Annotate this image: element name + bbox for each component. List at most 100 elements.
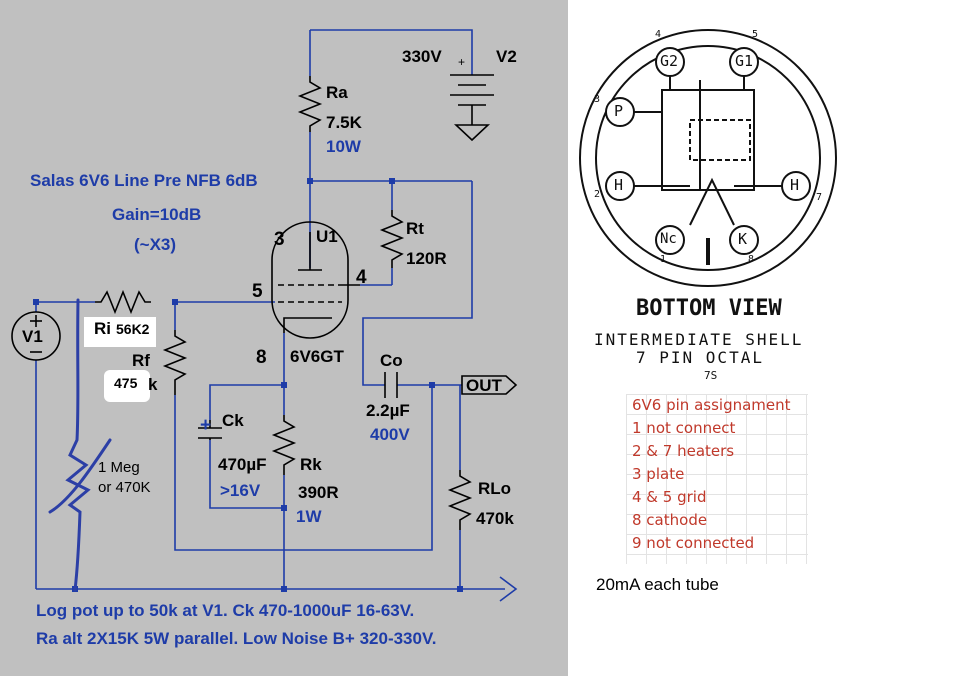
pin-assignment-list: 6V6 pin assignament 1 not connect 2 & 7 …: [626, 394, 808, 564]
pin-label-k: K: [738, 230, 748, 248]
wire-ck-top: [209, 384, 284, 420]
pin-assignment-item: 3 plate: [632, 465, 685, 483]
ck-name: Ck: [222, 411, 244, 430]
tube-pin-plate: 3: [274, 229, 285, 250]
socket-code-label: 7S: [704, 369, 718, 382]
tube-cathode: [283, 317, 332, 333]
pot-value-2: or 470K: [98, 479, 151, 496]
wire-feedback: [174, 385, 433, 551]
components: [11, 74, 518, 530]
tube-envelope: [271, 221, 349, 339]
pin-number-3: 3: [594, 94, 601, 105]
ri-value: 56K2: [116, 321, 150, 337]
socket-grid-box: [689, 119, 751, 161]
co-voltage: 400V: [370, 425, 410, 444]
rt-value: 120R: [406, 249, 447, 268]
ra-value: 7.5K: [326, 113, 362, 132]
rlo-name: RLo: [478, 479, 512, 498]
socket-octal-label: 7 PIN OCTAL: [636, 348, 764, 367]
supply-plus: +: [458, 55, 466, 69]
node-cathode: [281, 382, 287, 388]
socket-pins: [605, 47, 811, 255]
pot-value-1: 1 Meg: [98, 459, 140, 476]
resistor-rk: [271, 415, 297, 475]
tube-ref: U1: [316, 227, 338, 246]
socket-inner-ring: [595, 45, 821, 271]
node-grid: [172, 299, 178, 305]
rf-name: Rf: [132, 351, 150, 370]
node-gnd-rlo: [457, 586, 463, 592]
node-ck: [281, 505, 287, 511]
socket-outer-ring: [579, 29, 837, 287]
ck-plus: +: [200, 415, 212, 436]
source-name: V1: [22, 327, 43, 346]
wire-bplus: [310, 29, 473, 75]
node-plate: [307, 178, 313, 184]
supply-voltage: 330V: [402, 47, 442, 66]
pin-number-4: 4: [655, 29, 662, 40]
pin-label-p: P: [614, 102, 624, 120]
rk-name: Rk: [300, 455, 322, 474]
resistor-rt: [379, 210, 405, 268]
out-label: OUT: [466, 376, 502, 395]
pin-number-8: 8: [748, 254, 755, 265]
rf-label-patch: [104, 370, 150, 402]
co-value: 2.2µF: [366, 401, 410, 420]
rf-suffix: k: [148, 375, 158, 394]
pot-wiper: [48, 438, 112, 514]
rt-name: Rt: [406, 219, 424, 238]
pin-assignment-item: 2 & 7 heaters: [632, 442, 735, 460]
ground-arrow: [499, 576, 518, 602]
pin-assignment-title: 6V6 pin assignament: [632, 396, 791, 414]
pot-track: [65, 298, 91, 592]
note-line-1: Log pot up to 50k at V1. Ck 470-1000uF 1…: [36, 601, 415, 620]
socket-view-title: BOTTOM VIEW: [636, 296, 782, 321]
pin-label-h-left: H: [614, 176, 624, 194]
out-port: [461, 375, 518, 395]
wire-ck-bottom: [209, 440, 284, 509]
pin-assignment-item: 9 not connected: [632, 534, 755, 552]
pin-number-1: 1: [660, 254, 667, 265]
pin-label-g2: G2: [660, 52, 679, 70]
rk-value: 390R: [298, 483, 339, 502]
gain-ratio: (~X3): [134, 235, 177, 254]
pin-circle-h-left: [605, 171, 635, 201]
ck-value: 470µF: [218, 455, 267, 474]
potentiometer: [48, 298, 112, 592]
socket-shell-label: INTERMEDIATE SHELL: [594, 330, 804, 349]
resistor-rf: [162, 330, 188, 395]
resistor-rlo: [447, 470, 473, 530]
pin-number-2: 2: [594, 189, 601, 200]
tube-pin-g2: 4: [356, 267, 367, 288]
pin-label-h-right: H: [790, 176, 800, 194]
pin-label-g1: G1: [735, 52, 754, 70]
node-out: [429, 382, 435, 388]
resistor-ra: [297, 76, 323, 132]
socket-tube-frame: [661, 89, 755, 191]
gain-label: Gain=10dB: [112, 205, 202, 224]
pin-assignment-item: 8 cathode: [632, 511, 708, 529]
pin-assignment-item: 4 & 5 grid: [632, 488, 707, 506]
wire-plate-co: [362, 181, 473, 386]
pin-circle-g2: [655, 47, 685, 77]
co-name: Co: [380, 351, 403, 370]
pin-circle-p: [605, 97, 635, 127]
rlo-value: 470k: [476, 509, 514, 528]
node-gnd-rk: [281, 586, 287, 592]
pin-label-nc: Nc: [660, 231, 677, 247]
ra-power: 10W: [326, 137, 361, 156]
tube-pin-g1: 5: [252, 281, 263, 302]
ground-symbol: [453, 124, 491, 142]
ri-name: Ri: [94, 319, 111, 338]
tube-pin-cathode: 8: [256, 347, 267, 368]
pin-circle-g1: [729, 47, 759, 77]
source-v1: [11, 311, 61, 361]
pin-circle-h-right: [781, 171, 811, 201]
pin-number-5: 5: [752, 29, 759, 40]
ck-voltage: >16V: [220, 481, 261, 500]
pin-number-7: 7: [816, 192, 823, 203]
pin-assignment-item: 1 not connect: [632, 419, 736, 437]
tube-type: 6V6GT: [290, 347, 344, 366]
ra-name: Ra: [326, 83, 348, 102]
